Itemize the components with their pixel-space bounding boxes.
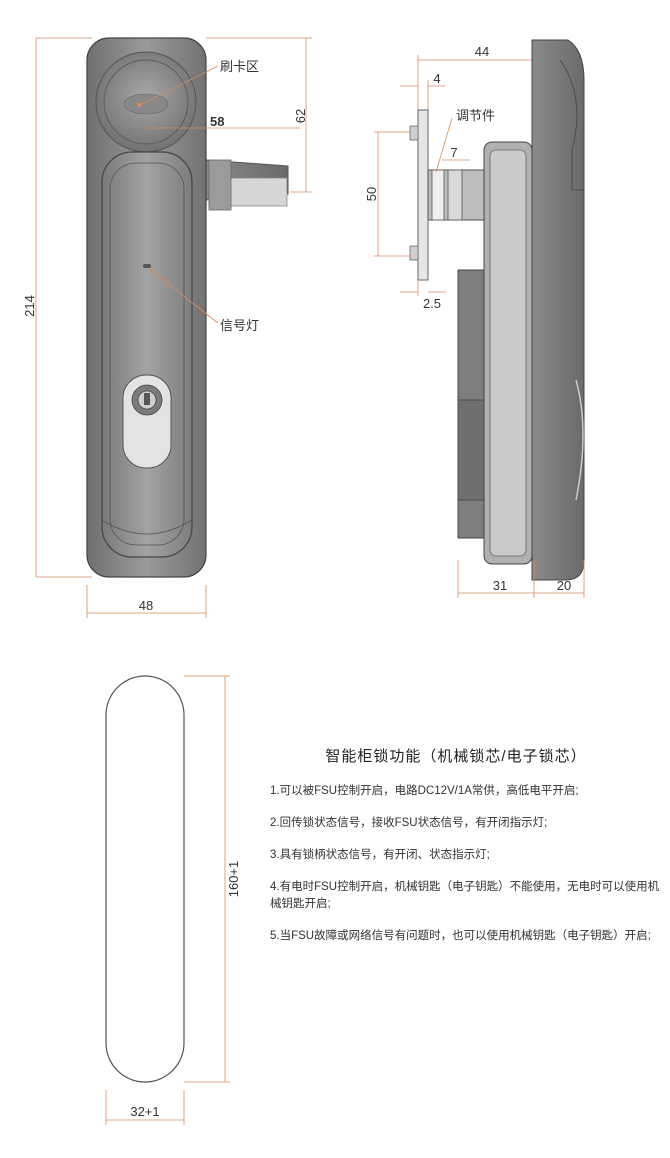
signal-light (143, 264, 151, 268)
plate-height-label: 50 (364, 187, 379, 201)
adjuster-plate (417, 109, 429, 281)
keyhole-icon (144, 393, 150, 405)
feature-title: 智能柜锁功能（机械锁芯/电子锁芯） (325, 748, 587, 765)
plate-thick-label: 4 (433, 71, 440, 86)
feature-item: 3.具有锁柄状态信号，有开闭、状态指示灯; (270, 849, 490, 861)
feature-panel: 智能柜锁功能（机械锁芯/电子锁芯） 1.可以被FSU控制开启，电路DC12V/1… (270, 748, 662, 960)
body-depth-label: 31 (493, 578, 507, 593)
handle-depth-label: 20 (557, 578, 571, 593)
feature-item: 1.可以被FSU控制开启，电路DC12V/1A常供，高低电平开启; (270, 785, 579, 797)
front-width-label: 48 (139, 598, 153, 613)
side-depth-label: 44 (475, 44, 489, 59)
adjuster-label: 调节件 (456, 108, 495, 123)
front-height-label: 214 (22, 295, 37, 317)
card-height-label: 62 (293, 109, 308, 123)
front-view: 214 48 刷卡区 58 (22, 37, 312, 618)
feature-item: 2.回传锁状态信号，接收FSU状态信号，有开闭指示灯; (270, 817, 548, 829)
cutout-height-label: 160+1 (226, 861, 241, 898)
card-offset-label: 58 (210, 114, 224, 129)
card-area-label: 刷卡区 (220, 59, 259, 74)
panel-cutout (105, 675, 185, 1083)
cutout-view: 32+1 160+1 (105, 675, 241, 1125)
signal-light-label: 信号灯 (220, 318, 259, 333)
side-view: 44 4 50 7 调节件 2.5 (364, 39, 585, 598)
feature-item: 4.有电时FSU控制开启，机械钥匙（电子钥匙）不能使用，无电时可以使用机械钥匙开… (270, 881, 660, 910)
handle-panel (101, 151, 193, 558)
plate-offset-label: 2.5 (423, 296, 441, 311)
cutout-width-label: 32+1 (130, 1104, 159, 1119)
feature-item: 5.当FSU故障或网络信号有问题时，也可以使用机械钥匙（电子钥匙）开启; (270, 930, 651, 942)
adjuster-gap-label: 7 (450, 145, 457, 160)
